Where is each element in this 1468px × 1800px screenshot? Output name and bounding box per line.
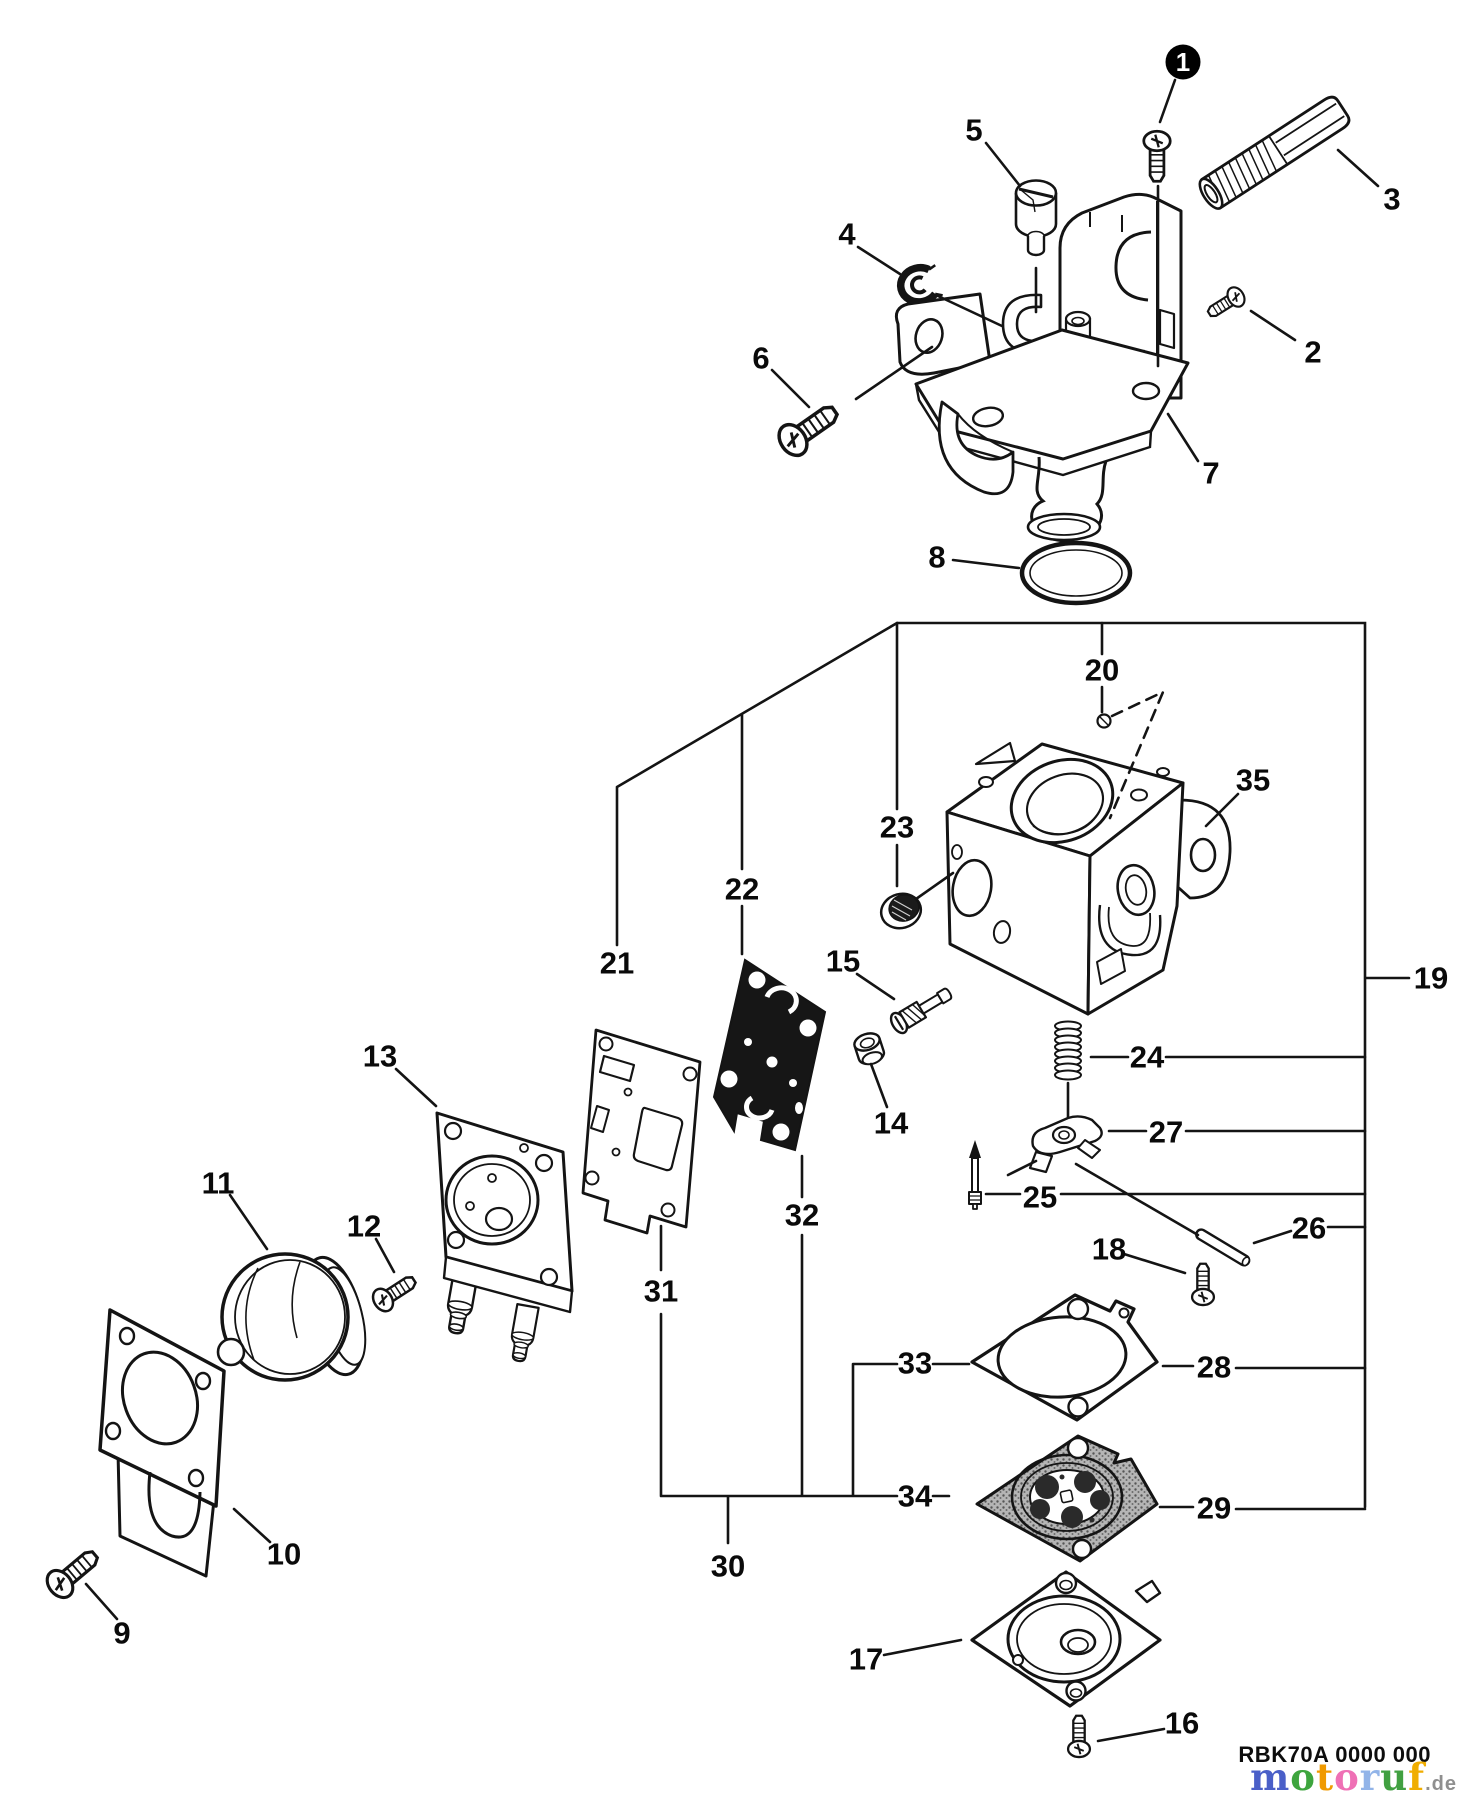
- callout-1: 1: [1176, 47, 1190, 77]
- callout-lines: [84, 78, 1411, 1743]
- part-22-pump-diaphragm: [712, 958, 827, 1152]
- callout-16: 16: [1165, 1706, 1199, 1741]
- callout-1-highlighted: 1: [1165, 44, 1201, 80]
- part-24-spring: [1054, 1020, 1082, 1081]
- ladder-24-to-29: [984, 1055, 1367, 1511]
- part-5-throttle-stop-screw: [1014, 179, 1058, 257]
- part-14-check-valve-cup: [853, 1032, 886, 1066]
- part-29-metering-diaphragm: [975, 1434, 1159, 1563]
- part-11-primer-bulb: [216, 1252, 367, 1382]
- part-7-throttle-bracket-assembly: [894, 192, 1190, 543]
- callout-7: 7: [1202, 456, 1219, 491]
- dashed-plug-path: [1108, 689, 1166, 820]
- callout-labels: 1 2 3 4 5 6 7 8 9 10 11 12 13 14 15 16 1…: [113, 44, 1448, 1741]
- callout-11: 11: [202, 1166, 235, 1201]
- callout-23: 23: [880, 810, 914, 845]
- callout-15: 15: [826, 944, 860, 979]
- part-35-carburetor-body: [945, 741, 1232, 1016]
- part-26-pivot-pin: [1195, 1228, 1251, 1267]
- group-19-bracket: [895, 621, 1411, 1509]
- part-18-screw: [1190, 1262, 1216, 1307]
- callout-14: 14: [874, 1106, 909, 1141]
- callout-29: 29: [1197, 1491, 1231, 1526]
- callout-9: 9: [113, 1616, 130, 1651]
- callout-30: 30: [711, 1549, 745, 1584]
- callout-27: 27: [1149, 1115, 1183, 1150]
- part-17-diaphragm-cover: [970, 1570, 1162, 1708]
- callout-6: 6: [752, 341, 769, 376]
- part-13-pump-body: [435, 1111, 574, 1363]
- fan-21-22-23-20: [615, 621, 1104, 956]
- callout-12: 12: [347, 1209, 381, 1244]
- callout-21: 21: [600, 946, 634, 981]
- part-27-metering-lever: [1028, 1115, 1103, 1174]
- callout-13: 13: [363, 1039, 397, 1074]
- callout-22: 22: [725, 872, 759, 907]
- callout-20: 20: [1085, 653, 1119, 688]
- part-23-plug-cap: [879, 892, 923, 930]
- part-8-o-ring: [1019, 540, 1133, 606]
- callout-19: 19: [1414, 961, 1448, 996]
- callout-10: 10: [267, 1537, 301, 1572]
- callout-34: 34: [898, 1479, 933, 1514]
- group-30-bracket: [659, 1154, 971, 1545]
- footer: RBK70A 0000 000 motoruf.de: [1238, 1742, 1457, 1799]
- callout-28: 28: [1197, 1350, 1231, 1385]
- callout-17: 17: [849, 1642, 883, 1677]
- part-15-mixture-screw: [889, 987, 953, 1035]
- part-21-pump-gasket: [581, 1028, 702, 1235]
- callout-32: 32: [785, 1198, 819, 1233]
- part-25-inlet-needle: [968, 1140, 982, 1210]
- part-10-bracket-plate: [98, 1308, 226, 1578]
- callout-35: 35: [1236, 763, 1270, 798]
- callout-8: 8: [928, 540, 945, 575]
- callout-1-badge: [1165, 44, 1201, 80]
- callout-2: 2: [1304, 335, 1321, 370]
- callout-3: 3: [1383, 182, 1400, 217]
- model-code: RBK70A 0000 000: [1238, 1742, 1431, 1767]
- callout-25: 25: [1023, 1180, 1057, 1215]
- part-12-screw: [367, 1268, 422, 1317]
- parts-illustration: [40, 95, 1351, 1759]
- part-28-metering-gasket: [970, 1293, 1159, 1422]
- callout-4: 4: [838, 217, 856, 252]
- part-3-swivel-rod: [1198, 95, 1351, 210]
- callout-5: 5: [965, 113, 982, 148]
- callout-26: 26: [1292, 1211, 1326, 1246]
- leader-lines: [84, 78, 1380, 1743]
- callout-18: 18: [1092, 1232, 1126, 1267]
- part-20-welch-plug: [1096, 713, 1112, 729]
- watermark-logo[interactable]: motoruf.de: [1250, 1755, 1457, 1799]
- part-2-screw: [1202, 283, 1250, 324]
- part-16-screw: [1066, 1714, 1092, 1759]
- callout-31: 31: [644, 1274, 678, 1309]
- callout-24: 24: [1130, 1040, 1165, 1075]
- part-1-screw: [1142, 129, 1172, 183]
- callout-33: 33: [898, 1346, 932, 1381]
